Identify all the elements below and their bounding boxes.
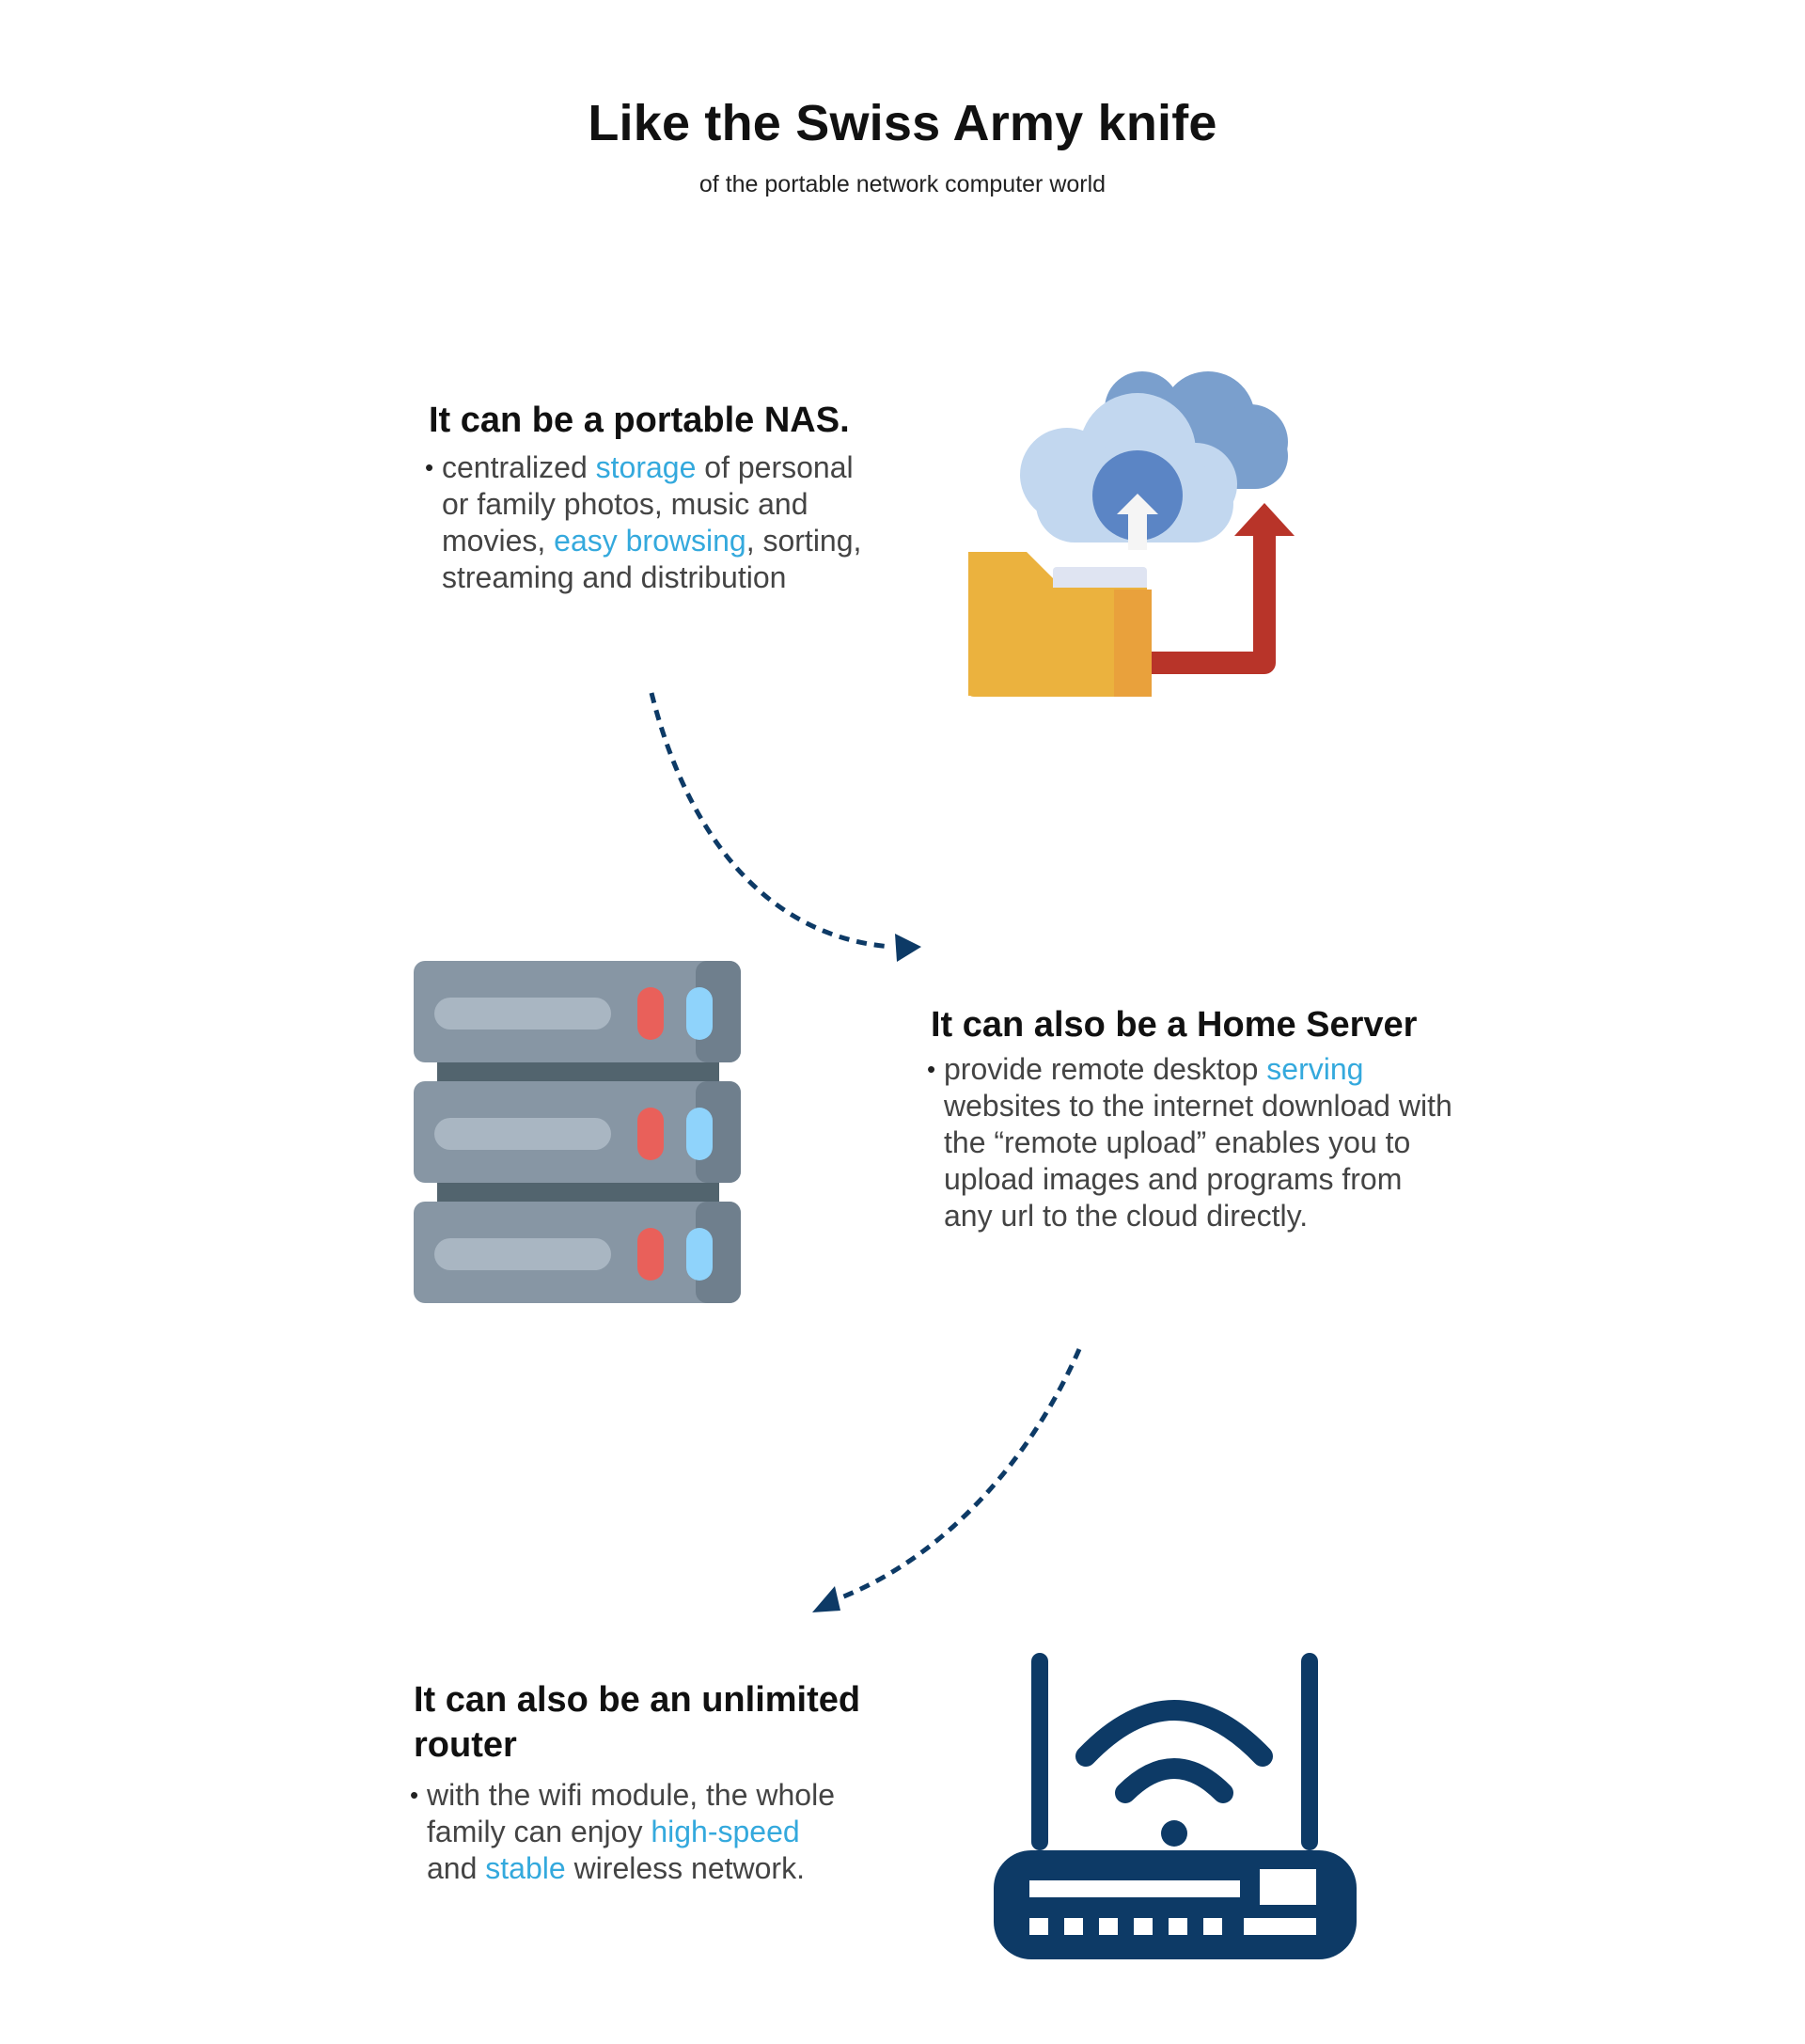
page-title: Like the Swiss Army knife [588,95,1217,151]
highlight-storage: storage [595,450,697,484]
dashed-connector-arrow [649,692,921,962]
highlight-high-speed: high-speed [651,1815,800,1848]
nas-description-text: centralized storage of personal or famil… [442,449,876,596]
wifi-router-icon [994,1653,1357,1959]
router-heading: It can also be an unlimited router [414,1680,861,1765]
router-description: • with the wifi module, the whole family… [410,1777,842,1887]
text-segment: websites to the internet download with t… [944,1089,1452,1233]
server-rack-icon [414,961,741,1303]
text-segment: centralized [442,450,596,484]
bullet-icon: • [927,1055,936,1083]
page-subtitle: of the portable network computer world [698,171,1107,197]
highlight-serving: serving [1266,1052,1364,1086]
text-segment: and [427,1851,486,1885]
text-segment: provide remote desktop [944,1052,1267,1086]
text-segment: of personal or family photos, music and … [442,450,854,558]
highlight-easy-browsing: easy browsing [554,524,746,558]
home-server-description: • provide remote desktop serving website… [927,1051,1453,1234]
bullet-icon: • [425,453,434,481]
text-segment: wireless network. [565,1851,805,1885]
cloud-upload-folder-icon [968,371,1295,697]
nas-description: • centralized storage of personal or fam… [425,449,876,596]
dashed-connector-arrow [812,1347,1082,1612]
home-server-heading: It can also be a Home Server [931,1005,1418,1045]
nas-heading: It can be a portable NAS. [429,401,850,440]
text-segment: with the wifi module, the whole family c… [427,1778,835,1848]
highlight-stable: stable [485,1851,566,1885]
home-server-description-text: provide remote desktop serving websites … [944,1051,1453,1234]
router-description-text: with the wifi module, the whole family c… [427,1777,842,1887]
bullet-icon: • [410,1781,419,1809]
text-segment: , sorting, streaming and distribution [442,524,862,594]
